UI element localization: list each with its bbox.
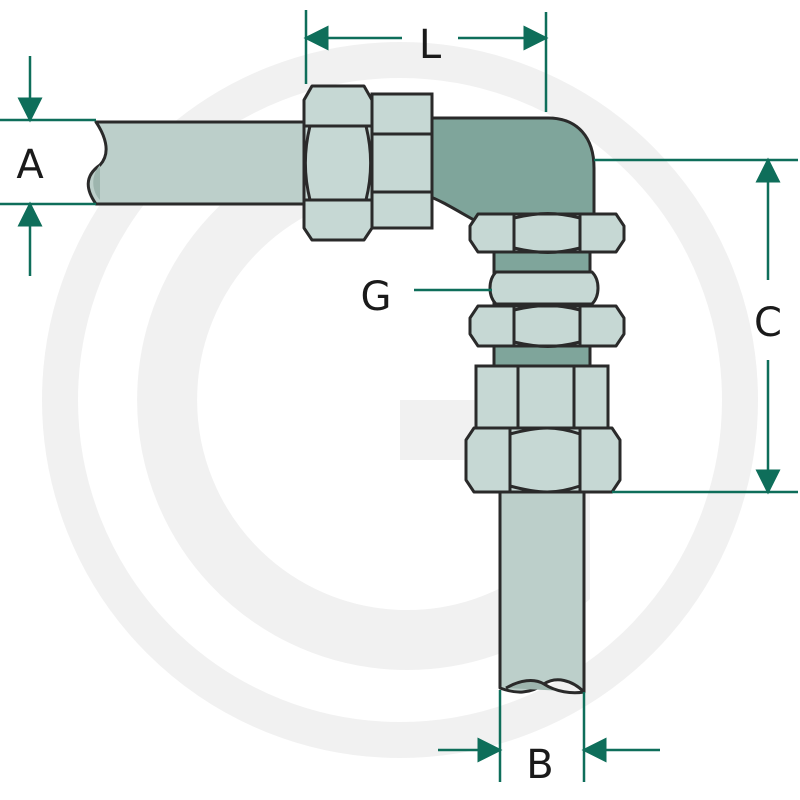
vertical-sleeve	[474, 364, 610, 432]
g-ring	[488, 270, 600, 306]
middle-hex-nut	[468, 304, 626, 348]
horizontal-pipe	[86, 120, 312, 206]
elbow-body	[426, 116, 596, 222]
label-g: G	[361, 274, 392, 320]
label-l: L	[419, 22, 442, 68]
upper-hex-nut	[468, 212, 626, 254]
bottom-hex-nut	[464, 426, 622, 494]
label-b: B	[526, 742, 553, 788]
dimension-c	[594, 157, 798, 495]
horizontal-sleeve	[370, 92, 434, 230]
dimension-l	[303, 10, 549, 112]
vertical-pipe	[498, 490, 586, 695]
label-a: A	[16, 142, 44, 188]
dimension-b	[438, 690, 660, 782]
dimension-a	[0, 56, 96, 276]
label-c: C	[754, 300, 782, 346]
horizontal-hex-nut	[302, 84, 374, 242]
